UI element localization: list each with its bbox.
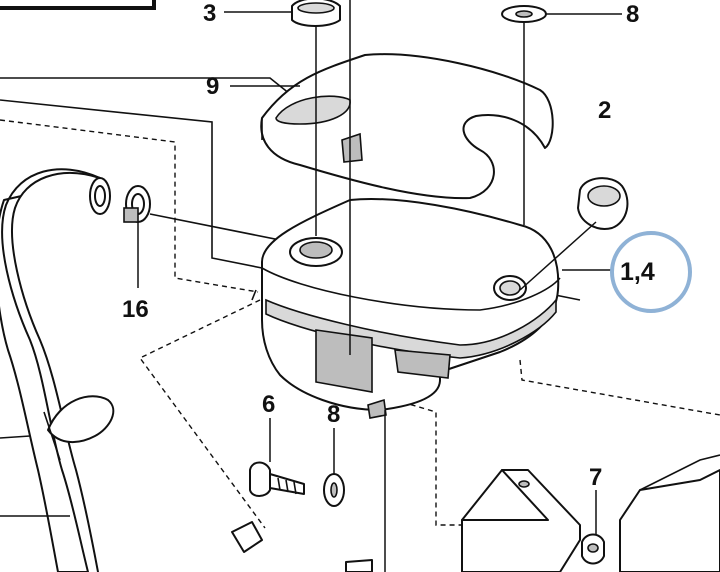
filler-cap-part-2 [519,177,629,291]
frame-corner [0,0,156,10]
bolt-part-6 [249,461,305,497]
expansion-tank-part-1-4 [251,198,561,419]
callout-1-4: 1,4 [620,258,655,286]
coolant-hose [0,168,111,572]
cap-part-3 [291,0,351,355]
clamp-part-16 [123,185,151,288]
callout-3: 3 [203,0,216,27]
bracket [461,454,720,572]
callout-9: 9 [206,73,219,100]
callout-8-top: 8 [626,1,639,28]
highlight-circle [610,231,692,313]
washer-part-8-mid [323,473,345,507]
fitting [231,410,386,572]
cover-part-9 [260,53,554,200]
hose-clip [0,395,115,517]
callout-7: 7 [589,464,602,491]
callout-6: 6 [262,391,275,418]
nut-part-7 [581,490,605,565]
callout-16: 16 [122,296,149,323]
callout-2: 2 [598,97,611,124]
callout-8-mid: 8 [327,401,340,428]
leader-lines [224,11,622,474]
